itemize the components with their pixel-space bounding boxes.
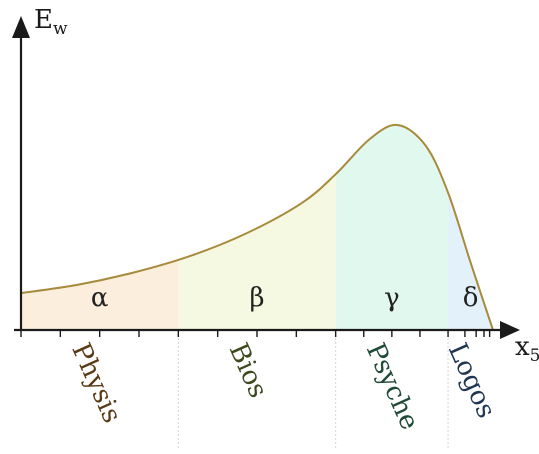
y-axis-label-main: E [34, 5, 53, 35]
x-axis-label-sub: 5 [530, 346, 539, 366]
region-symbol-physis: α [91, 283, 109, 313]
region-logos-fill [448, 124, 493, 330]
x-axis-arrowhead [500, 321, 520, 339]
y-axis-label: Ew [34, 5, 68, 39]
x-axis-label-main: x [515, 332, 530, 362]
region-symbols: α β γ δ [91, 283, 478, 313]
region-names: Physis Bios Psyche Logos [65, 339, 501, 435]
energy-curve [20, 123, 494, 331]
y-axis-arrowhead [12, 16, 30, 38]
regions-layer [21, 124, 493, 330]
dividers-layer [177, 330, 449, 450]
region-symbol-logos: δ [463, 283, 479, 313]
region-symbol-psyche: γ [384, 283, 400, 313]
region-name-bios: Bios [223, 339, 273, 403]
y-axis-label-sub: w [53, 19, 68, 39]
region-bios-fill [178, 124, 336, 330]
region-symbol-bios: β [249, 283, 264, 313]
region-psyche-fill [335, 124, 449, 330]
region-name-physis: Physis [65, 339, 127, 428]
region-name-logos: Logos [442, 339, 501, 423]
region-name-psyche: Psyche [360, 339, 425, 435]
x-ticks [20, 330, 491, 337]
x-axis-label: x5 [515, 332, 539, 366]
